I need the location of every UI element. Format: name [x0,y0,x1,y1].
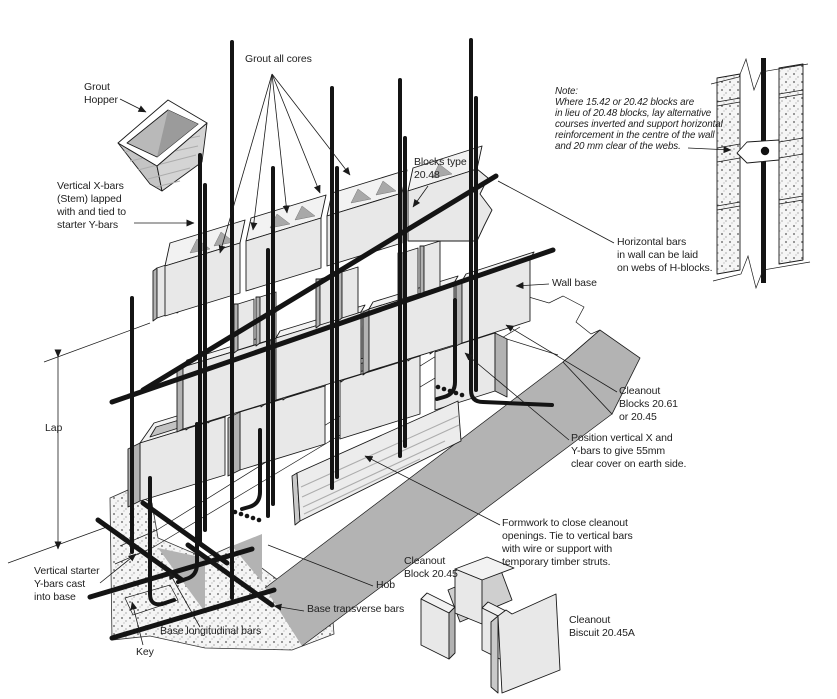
label-grout-all-cores: Grout all cores [245,53,312,65]
horizontal-bar [140,173,499,393]
label-key: Key [136,646,154,658]
label-grout-hopper: Grout Hopper [84,81,118,106]
vertical-bar-foot [469,38,554,407]
break-line-bottom [712,254,811,290]
label-cleanout-blocks: Cleanout Blocks 20.61 or 20.45 [619,385,678,423]
label-base-longitudinal: Base longitudinal bars [160,625,262,637]
vertical-bars [130,38,554,607]
label-base-transverse: Base transverse bars [307,603,405,615]
horizontal-bars-drawing [109,173,556,405]
label-cleanout-biscuit: Cleanout Biscuit 20.45A [569,614,635,639]
base-transverse-bar [95,517,185,583]
label-wall-base: Wall base [552,277,597,289]
section-vertical-bar [761,58,766,283]
label-position-bars: Position vertical X and Y-bars to give 5… [571,432,687,470]
starter-y-bar-hook [240,428,262,511]
label-cleanout-block: Cleanout Block 20.45 [404,555,458,580]
grout-hopper-drawing [117,99,208,192]
starter-y-bar-hook [176,422,199,584]
label-lap: Lap [45,422,63,434]
label-formwork: Formwork to close cleanout openings. Tie… [502,517,633,568]
bar-continuation-dots [232,384,465,523]
horizontal-bar [109,247,556,405]
label-note: Note: Where 15.42 or 20.42 blocks are in… [555,86,723,152]
starter-y-bar-hook [435,298,457,401]
cleanout-biscuit-drawing [490,593,561,694]
grout-fan-arrows [218,73,351,254]
key-notch [124,584,179,616]
leader-lines [99,73,732,646]
footing-front-face [265,362,612,646]
loose-face-shells-high [233,240,441,354]
label-hob: Hob [376,579,395,591]
label-vertical-x-bars: Vertical X-bars (Stem) lapped with and t… [57,180,127,231]
label-vertical-starter: Vertical starter Y-bars cast into base [34,565,100,603]
label-horizontal-bars: Horizontal bars in wall can be laid on w… [617,236,713,274]
break-line-top [710,57,809,92]
starter-y-bar-hook [148,476,176,607]
base-transverse-bar [140,500,230,566]
label-blocks-type: Blocks type 20.48 [414,156,467,181]
wall-section-detail [710,57,811,290]
block-web [736,139,780,164]
horizontal-bar-section-dot [760,146,770,156]
